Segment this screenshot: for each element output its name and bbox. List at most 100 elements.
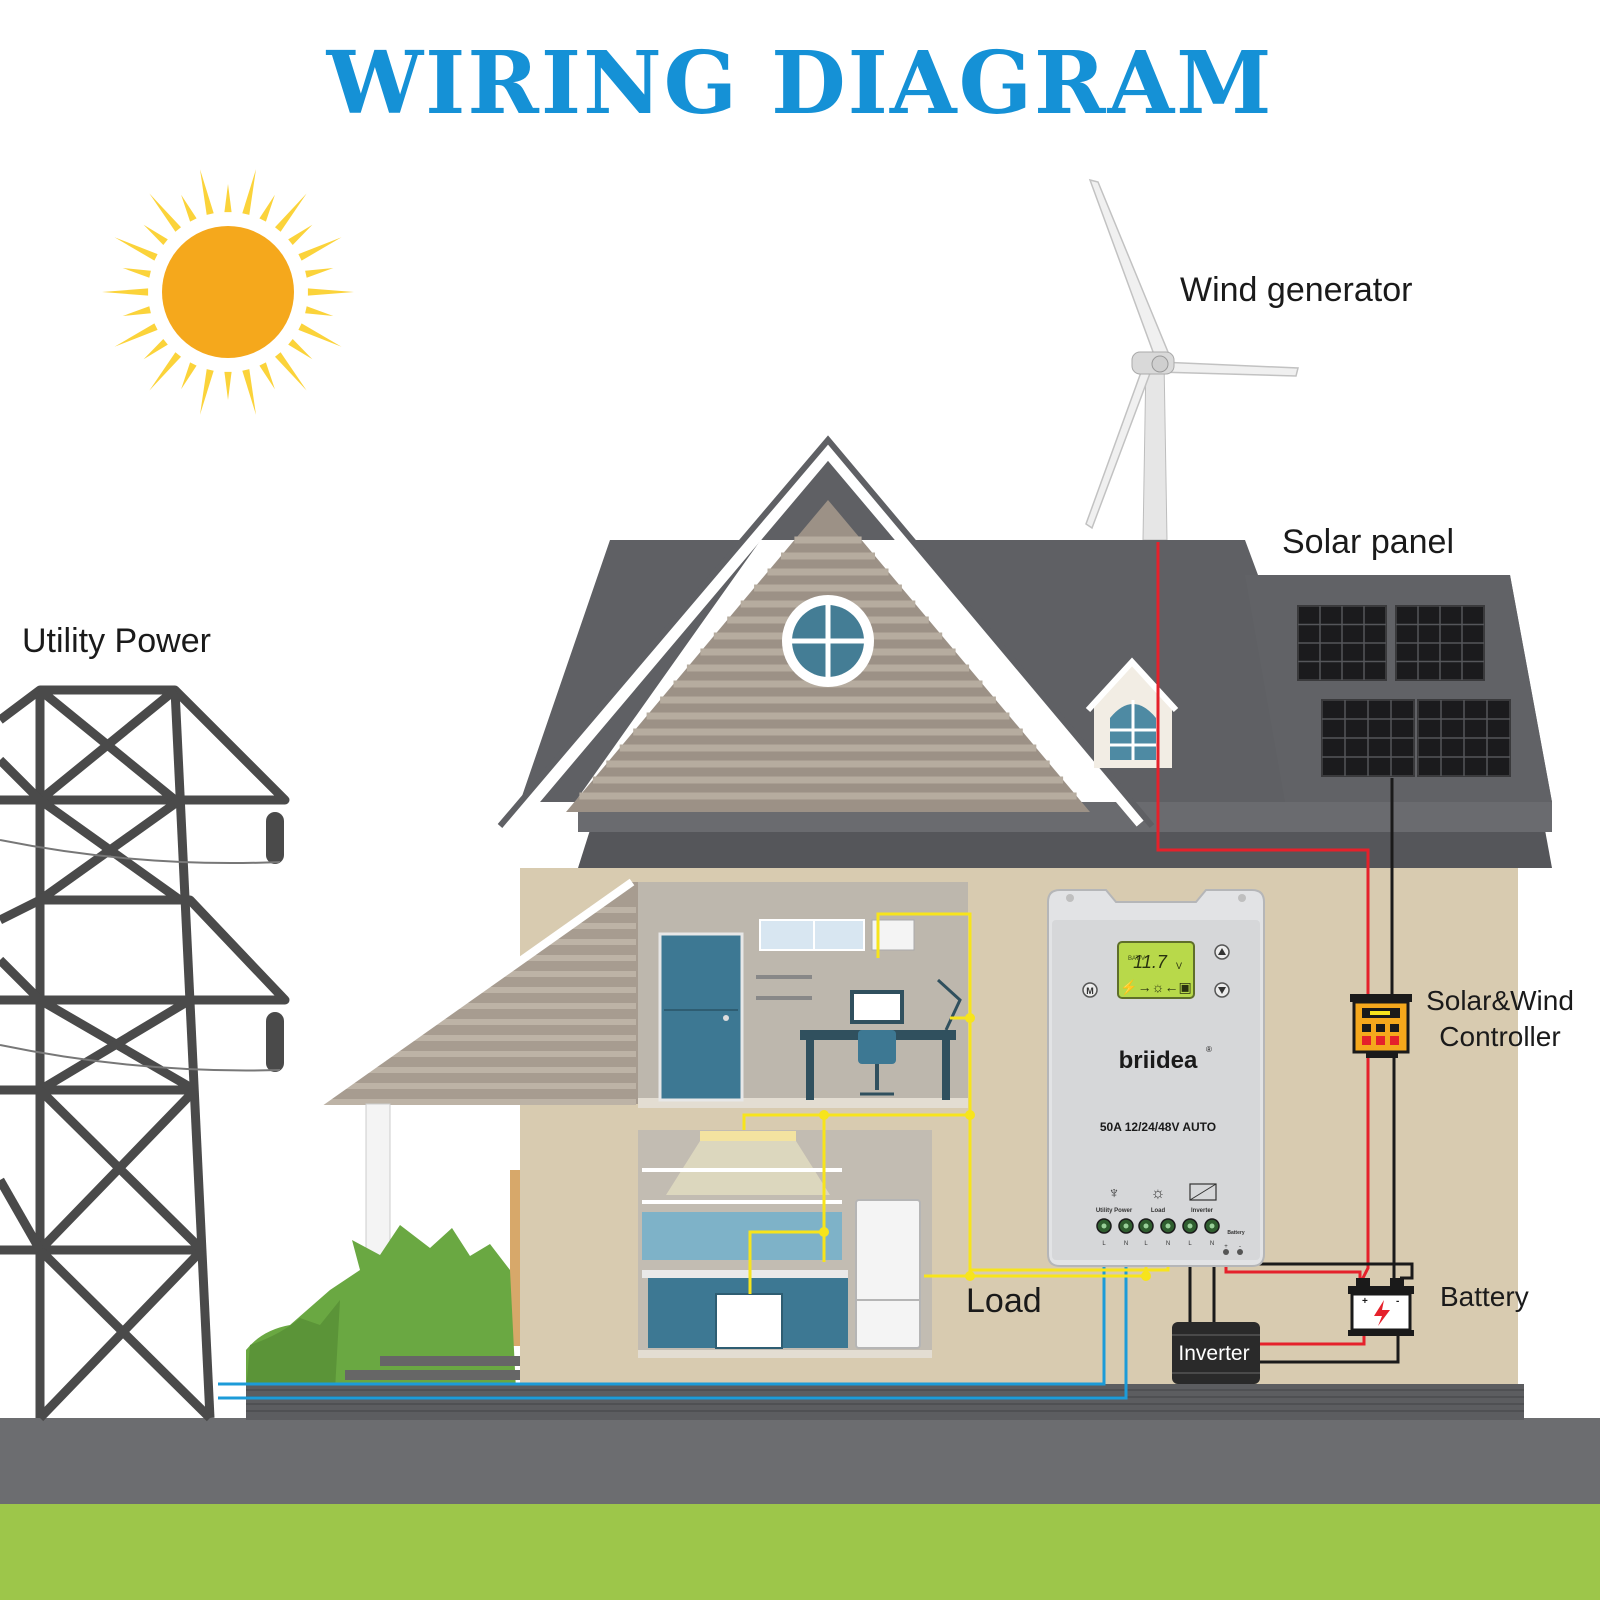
wire-wind-red (1156, 542, 1370, 1002)
tower-icon: ♆ (1108, 1185, 1120, 1202)
solar-panel-icon (1297, 605, 1511, 777)
turbine-blade (1088, 178, 1169, 362)
label-solar-panel: Solar panel (1282, 523, 1454, 561)
terminal-letter: L (1144, 1241, 1148, 1247)
wire-controller-battery-red (1360, 1058, 1370, 1281)
controller-key (1362, 1024, 1371, 1032)
inverter-icon: Inverter (1172, 1322, 1260, 1384)
battery-base (1348, 1330, 1414, 1336)
sun-ray (305, 268, 334, 278)
step (345, 1370, 520, 1380)
battery-terminal (1390, 1278, 1404, 1286)
controller-screen-bar (1370, 1011, 1390, 1015)
pylon-brace (37, 686, 178, 804)
group-label-load: Load (1151, 1208, 1166, 1214)
ceiling-light (700, 1131, 796, 1141)
battery-minus-sign: - (1396, 1296, 1399, 1307)
desk-leg (942, 1040, 950, 1100)
sun-ray (143, 224, 168, 245)
pylon-brace (36, 1246, 206, 1422)
inverter-stripe (1172, 1334, 1260, 1336)
mount-hole (1066, 894, 1074, 902)
turbine-blade (1157, 361, 1299, 377)
porch-trim (315, 878, 635, 1108)
wire-battery-inverter-red (1256, 1336, 1366, 1346)
controller-key (1376, 1036, 1385, 1045)
shelf (756, 975, 812, 979)
m-button[interactable] (1082, 982, 1098, 998)
wire-utility-blue (218, 1256, 1128, 1400)
registered-mark: ® (1206, 1045, 1212, 1054)
kitchen-shelf (642, 1168, 842, 1172)
pylon-brace (37, 796, 183, 904)
monitor-screen (854, 994, 900, 1020)
battery-bolt-icon (1374, 1300, 1390, 1326)
inverter-body (1172, 1322, 1260, 1384)
wire-load-yellow (748, 1115, 826, 1294)
sun-ray (149, 352, 181, 391)
controller-key (1362, 1036, 1371, 1045)
m-button-label: M (1086, 986, 1094, 996)
porch-door-edge (510, 1170, 520, 1346)
terminal-letter: N (1166, 1241, 1170, 1247)
sun-ray (224, 371, 232, 400)
turbine-tower (1142, 359, 1168, 541)
pylon-brace (0, 1177, 44, 1253)
insulator (266, 1012, 284, 1072)
controller-key (1376, 1024, 1385, 1032)
sun-ray (122, 268, 151, 278)
wire-utility-blue (218, 1256, 1106, 1386)
terminal-letter: N (1210, 1241, 1214, 1247)
door-knob (723, 1015, 729, 1021)
turbine-hub (1151, 355, 1169, 373)
lcd-unit: V (1176, 961, 1182, 971)
bulb-icon: ☼ (1151, 1185, 1166, 1202)
inverter-label: Inverter (1178, 1342, 1249, 1365)
refrigerator (855, 1199, 921, 1349)
grass (0, 1504, 1600, 1600)
wire-junction (965, 1271, 975, 1281)
sun-ray (200, 369, 214, 415)
battery-terminal-screw (1237, 1249, 1243, 1255)
label-wind-generator: Wind generator (1180, 271, 1412, 309)
sun-icon (102, 169, 354, 415)
controller-key (1390, 1024, 1399, 1032)
lcd-display (1117, 941, 1195, 999)
sun-ray (259, 362, 275, 390)
power-lines (0, 839, 281, 1072)
label-utility-power: Utility Power (22, 622, 211, 660)
battery-lid (1348, 1286, 1414, 1294)
house-icon (246, 435, 1552, 1420)
upper-room-floor (638, 1098, 968, 1108)
wind-turbine-icon (1085, 178, 1299, 541)
controller-top (1350, 994, 1412, 1002)
terminal-letter: N (1124, 1241, 1128, 1247)
sun-ray (224, 184, 232, 213)
kitchen-shelf (642, 1200, 842, 1204)
label-controller-line2: Controller (1439, 1021, 1560, 1052)
kitchen-floor (638, 1350, 932, 1358)
battery-terminal-screw (1223, 1249, 1229, 1255)
desk-lamp (936, 978, 962, 1031)
insulator (266, 812, 284, 864)
inverter-stripe (1172, 1372, 1260, 1374)
controller-bottom (1366, 1052, 1398, 1058)
sun-ray (307, 288, 354, 296)
power-line (0, 839, 281, 865)
wire-junction (819, 1110, 829, 1120)
terminal-screw-head (1123, 1223, 1129, 1229)
device-brand: briidea (1119, 1047, 1198, 1074)
wire-load-yellow (742, 1113, 970, 1130)
roof-eave (578, 830, 1552, 868)
sun-ray (288, 224, 313, 245)
terminal-screw-head (1143, 1223, 1149, 1229)
sun-ray (181, 194, 197, 222)
sun-ray (288, 339, 313, 360)
sun-ray (143, 339, 168, 360)
gable-outline (497, 435, 1155, 828)
counter-top (642, 1270, 848, 1278)
gable-trim (508, 439, 1148, 827)
